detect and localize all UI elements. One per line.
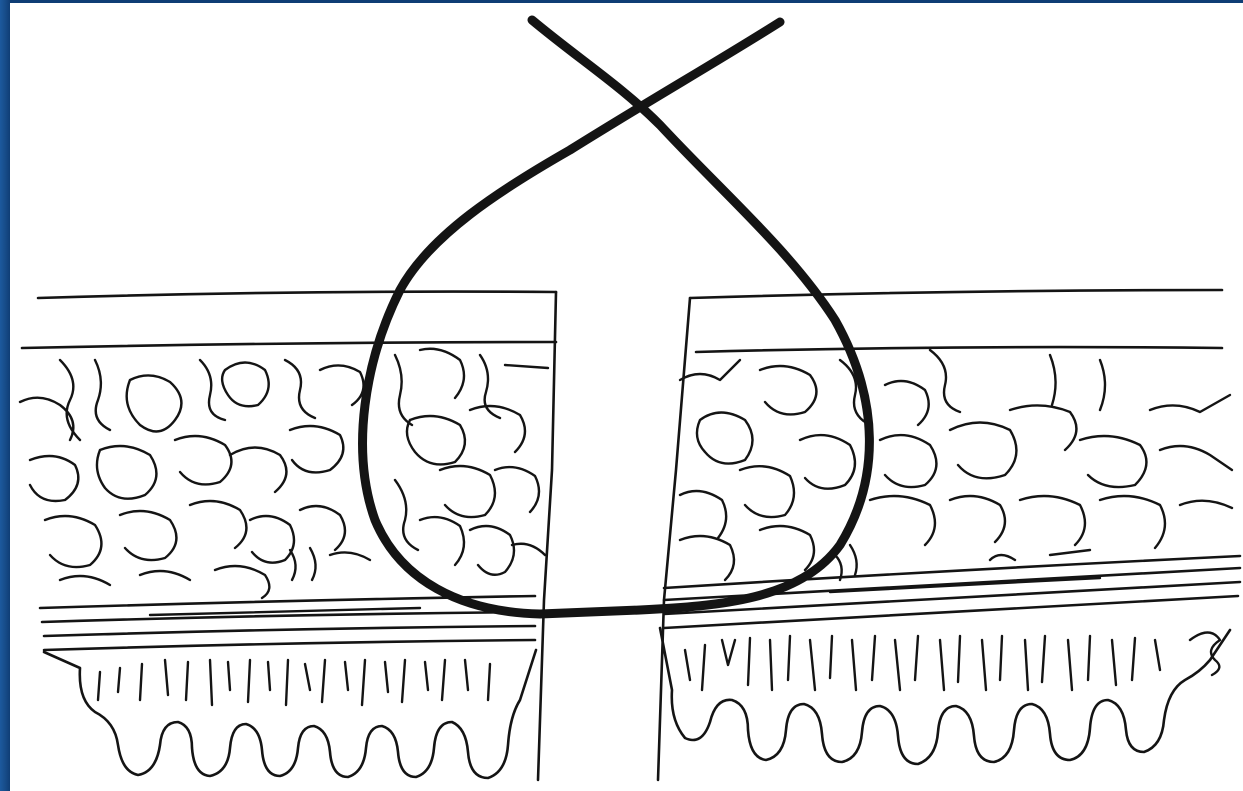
right-epidermis-top-line: [690, 290, 1222, 298]
left-papillae-strands: [98, 660, 490, 705]
right-papillae-strands: [685, 633, 1220, 691]
left-epidermis-bottom-line: [22, 342, 556, 348]
right-dermal-papillae: [660, 628, 1230, 764]
left-fascia-line: [44, 640, 535, 650]
left-fascia-line: [42, 612, 535, 622]
right-fascia-line: [830, 578, 1100, 592]
left-tissue-block: [20, 292, 556, 780]
right-tissue-block: [658, 290, 1240, 780]
suture-loop: [363, 20, 870, 614]
right-fat-cells: [680, 350, 1232, 580]
right-epidermis-bottom-line: [696, 347, 1222, 352]
left-fascia-line: [44, 626, 535, 636]
left-epidermis-top-line: [38, 292, 556, 298]
left-fat-cells: [20, 349, 548, 598]
left-wound-edge: [538, 292, 556, 780]
left-dermal-papillae: [44, 650, 536, 778]
